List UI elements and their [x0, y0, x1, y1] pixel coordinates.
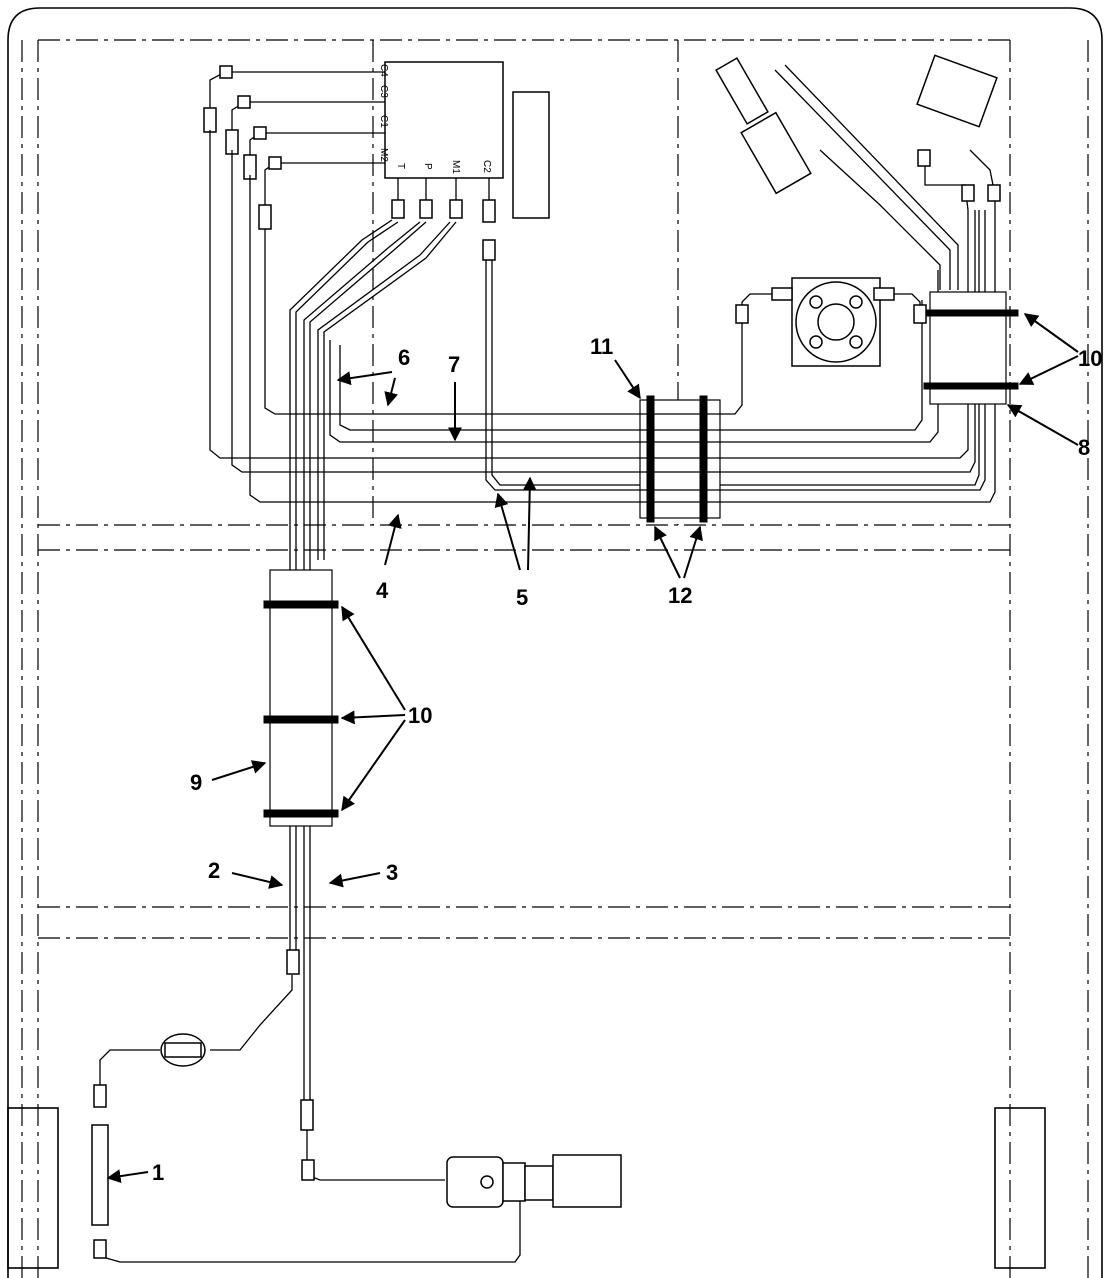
port-label-p: P: [422, 163, 433, 170]
vertical-bundle-sleeve: [263, 569, 339, 827]
inline-filter: [91, 1124, 109, 1226]
port-label-c3: C3: [378, 85, 389, 98]
manifold-bottom-port-fittings: [391, 178, 496, 223]
callout-numbers: 1 2 3 4 5 6 7 8 9 10 10 11 12: [152, 334, 1102, 1185]
port-label-t: T: [395, 163, 406, 169]
callout-4: 4: [376, 578, 389, 603]
right-bundle-sleeve: [923, 291, 1019, 405]
callout-leaders: [106, 313, 1079, 1184]
manifold-left-port-hoses: [203, 65, 385, 230]
phantom-frame-lines: [21, 39, 1089, 1278]
callout-2: 2: [208, 858, 220, 883]
rotary-actuator: [735, 277, 927, 367]
electric-motor: [552, 1154, 622, 1208]
callout-10-upper: 10: [1078, 346, 1102, 371]
callout-12: 12: [668, 583, 692, 608]
valve-manifold-block: [384, 61, 504, 179]
port-label-c2: C2: [481, 160, 492, 173]
callout-11: 11: [590, 334, 613, 359]
callout-5: 5: [516, 585, 528, 610]
port-label-c4: C4: [378, 64, 389, 77]
valve-label-plate: [512, 91, 550, 219]
callout-8: 8: [1078, 435, 1090, 460]
long-horizontal-hoses: [209, 130, 996, 503]
hydraulic-cylinders: [715, 54, 1001, 290]
callout-6: 6: [398, 345, 410, 370]
callout-9: 9: [190, 770, 202, 795]
lower-hydraulic-components: [91, 975, 622, 1263]
callout-3: 3: [386, 860, 398, 885]
hydraulic-pump: [446, 1156, 504, 1208]
left-corner-block: [7, 1107, 59, 1269]
machine-frame-outline: [7, 7, 1103, 1278]
right-corner-block: [994, 1107, 1046, 1269]
callout-7: 7: [448, 352, 460, 377]
port-label-m1: M1: [450, 160, 461, 174]
port-label-m2: M2: [378, 148, 389, 162]
horizontal-bundle-sleeve: [639, 395, 721, 523]
callout-1: 1: [152, 1160, 164, 1185]
port-label-c1: C1: [378, 115, 389, 128]
port-labels: C4 C3 C1 M2 T P M1 C2: [378, 64, 492, 174]
hose-5: [482, 210, 986, 491]
callout-10-lower: 10: [408, 703, 432, 728]
